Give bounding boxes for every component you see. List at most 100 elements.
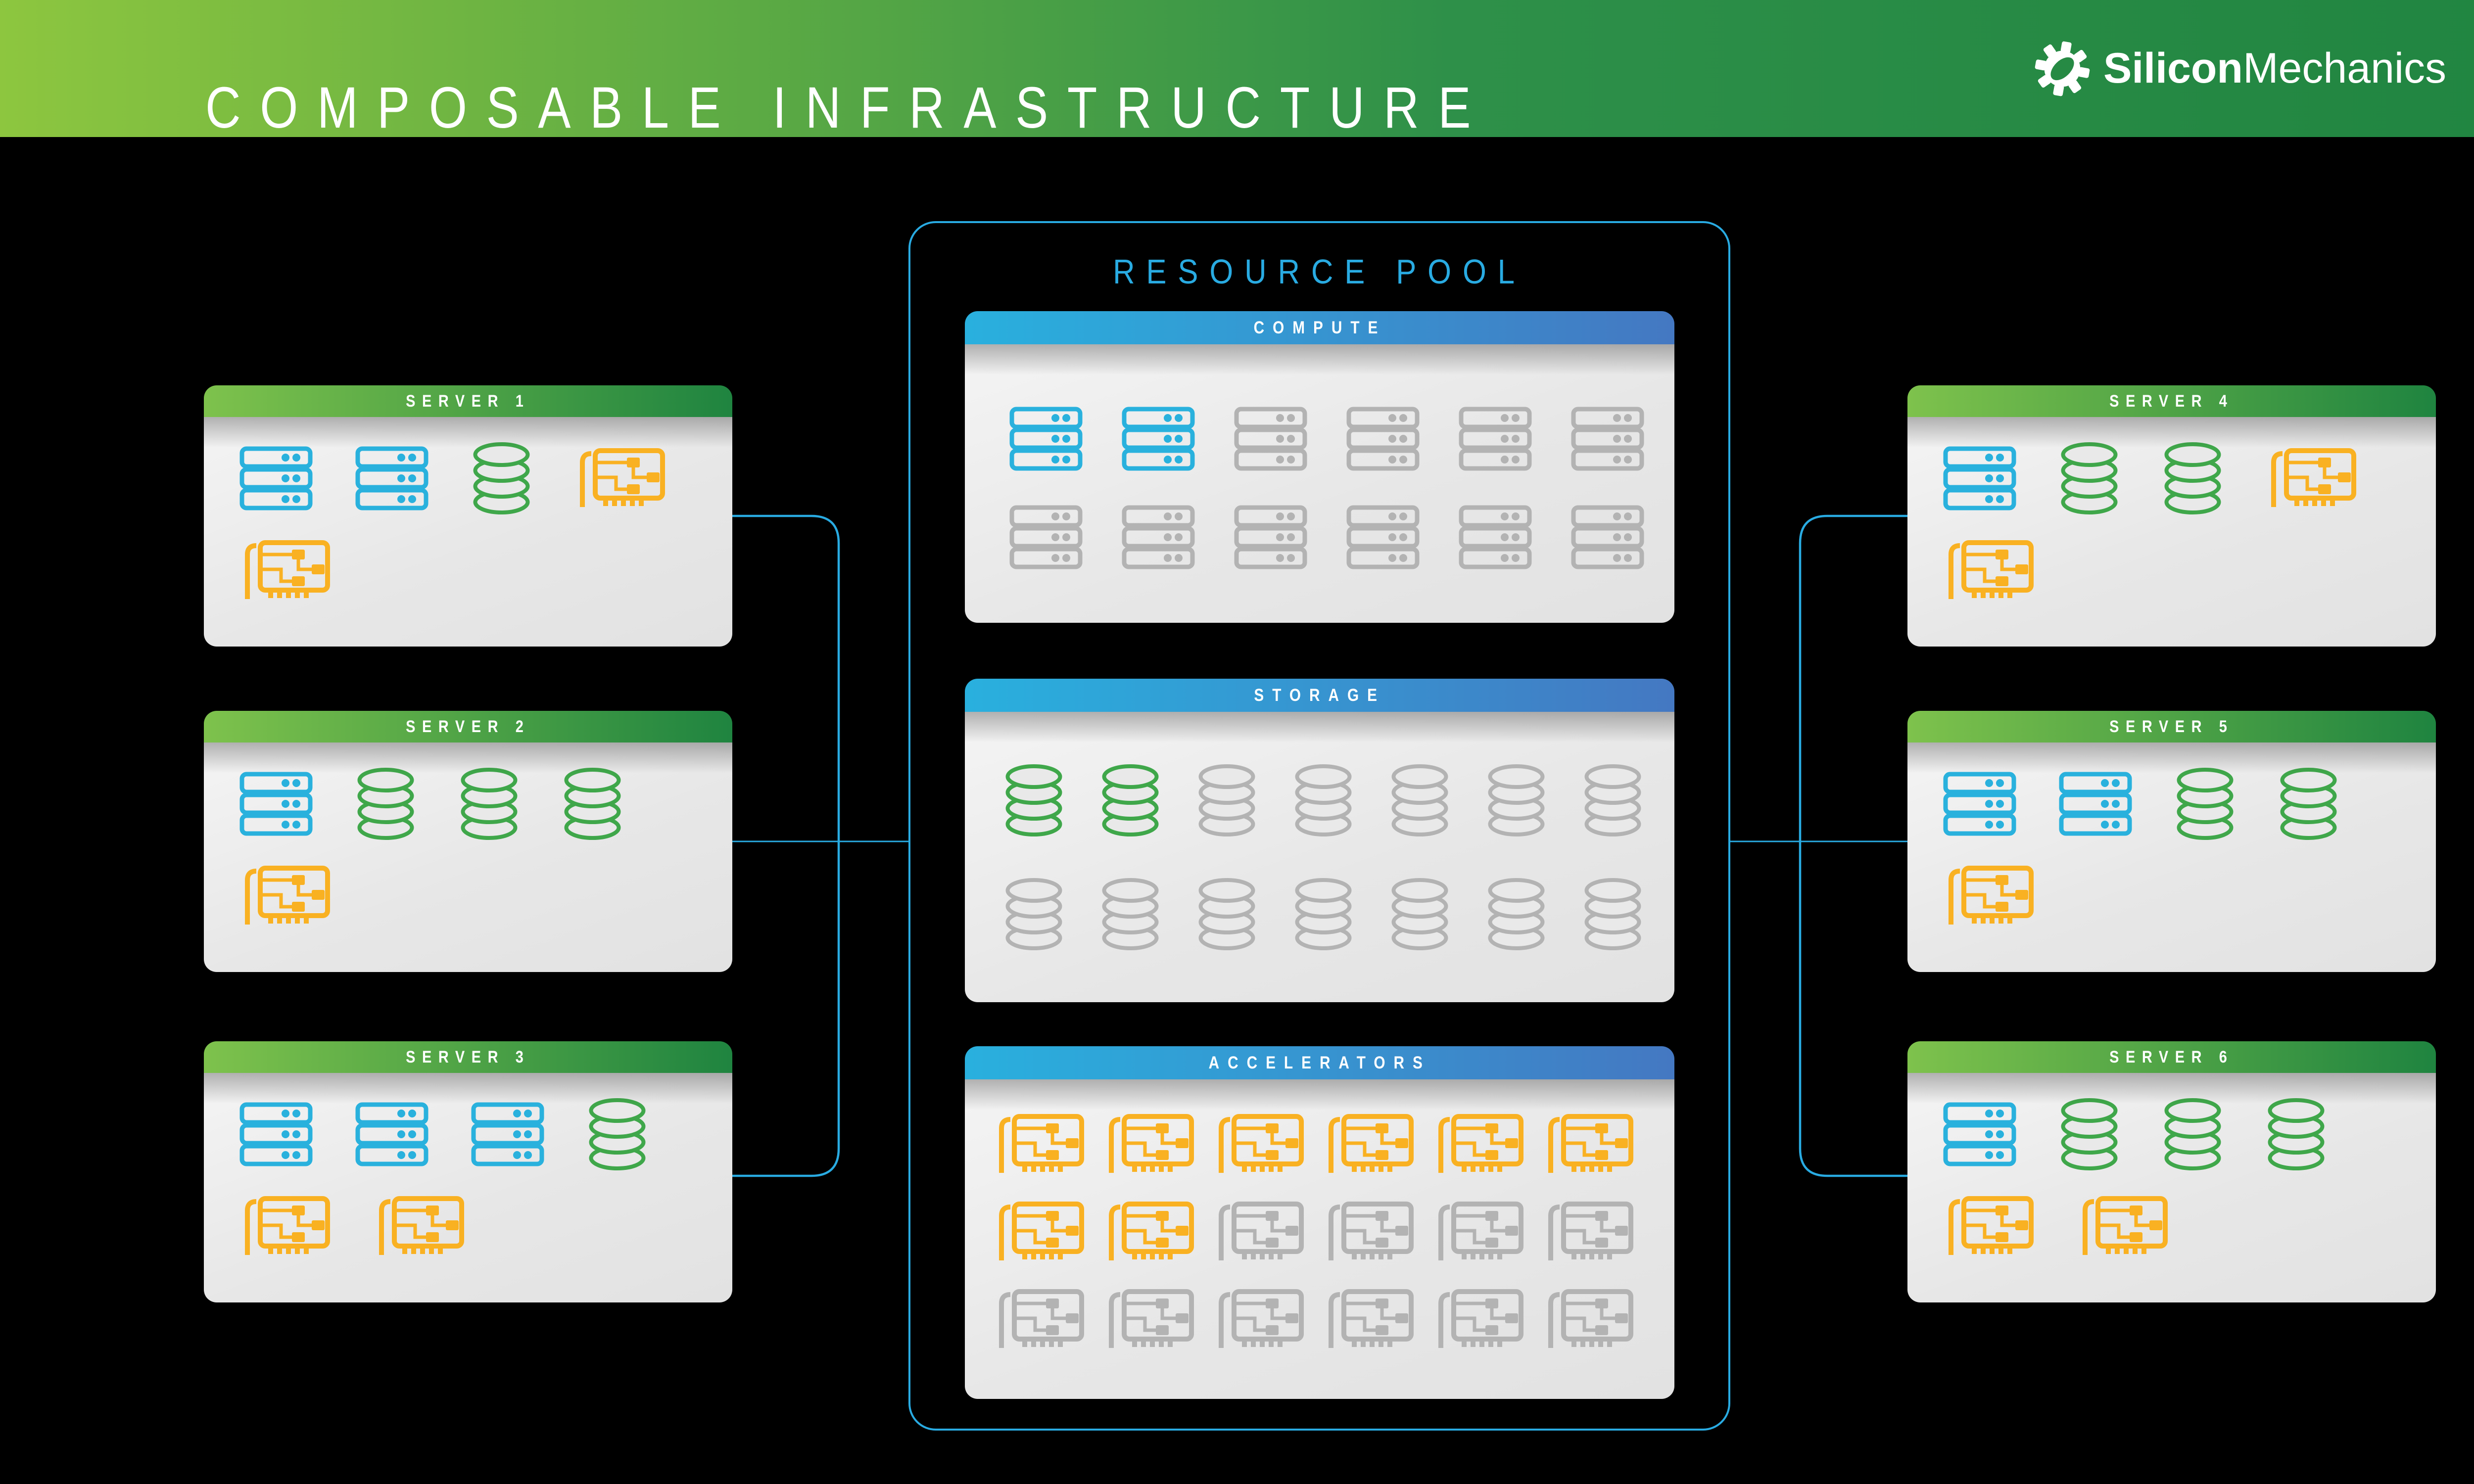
storage-icon-grid	[965, 712, 1674, 951]
server-3-body	[204, 1073, 732, 1302]
server-icon	[1571, 407, 1644, 471]
accelerators-panel-header: ACCELERATORS	[965, 1046, 1674, 1079]
server-icon-row	[1907, 439, 2436, 518]
database-icon	[2175, 767, 2236, 840]
server-icon	[1346, 505, 1420, 569]
server-icon	[1571, 505, 1644, 569]
gpu-card-icon	[374, 1196, 465, 1257]
resource-pool: RESOURCE POOL COMPUTE STORAGE ACCELERATO…	[908, 221, 1730, 1431]
server-icon	[1234, 505, 1307, 569]
server-icon-row	[204, 1095, 732, 1174]
gpu-card-icon	[1943, 540, 2035, 602]
gpu-card-icon	[239, 540, 331, 602]
database-icon	[1389, 878, 1450, 951]
gpu-card-icon	[994, 1201, 1085, 1263]
server-2-header: SERVER 2	[204, 711, 732, 742]
server-5-label: SERVER 5	[2109, 717, 2234, 736]
brand-name: SiliconMechanics	[2103, 44, 2446, 93]
compute-panel-header: COMPUTE	[965, 311, 1674, 344]
server-icon	[239, 446, 313, 510]
gpu-card-icon	[1433, 1113, 1524, 1175]
database-icon	[1003, 878, 1064, 951]
server-3-label: SERVER 3	[406, 1047, 530, 1067]
storage-panel-body	[965, 712, 1674, 1002]
server-icon	[471, 1102, 544, 1166]
server-icon	[355, 446, 428, 510]
storage-panel: STORAGE	[965, 679, 1674, 1002]
brand-logo: SiliconMechanics	[2033, 0, 2446, 137]
database-icon	[1100, 764, 1161, 837]
database-icon	[1196, 764, 1257, 837]
server-3-header: SERVER 3	[204, 1041, 732, 1073]
database-icon	[1582, 878, 1643, 951]
database-icon	[2278, 767, 2339, 840]
server-box-2: SERVER 2	[204, 711, 732, 972]
server-6-header: SERVER 6	[1907, 1041, 2436, 1073]
database-icon	[2059, 1098, 2120, 1171]
page-title: COMPOSABLE INFRASTRUCTURE	[205, 75, 1490, 140]
left-bracket-connector	[732, 514, 840, 1177]
server-icon-row	[1907, 764, 2436, 843]
database-icon	[1389, 764, 1450, 837]
server-icon	[2059, 772, 2132, 836]
server-icon	[1234, 407, 1307, 471]
gpu-card-icon	[1323, 1289, 1415, 1350]
database-icon	[1100, 878, 1161, 951]
server-icon-row	[1907, 1187, 2436, 1266]
server-icon	[1122, 505, 1195, 569]
database-icon	[1486, 764, 1547, 837]
gpu-card-icon	[1543, 1201, 1634, 1263]
server-icon	[1943, 772, 2016, 836]
gpu-card-icon	[1103, 1201, 1195, 1263]
server-1-header: SERVER 1	[204, 385, 732, 417]
server-box-3: SERVER 3	[204, 1041, 732, 1302]
database-icon	[1293, 764, 1354, 837]
server-icon	[1459, 505, 1532, 569]
accelerators-panel-label: ACCELERATORS	[1208, 1053, 1431, 1072]
gpu-card-icon	[1943, 1196, 2035, 1257]
database-icon	[1582, 764, 1643, 837]
server-6-body	[1907, 1073, 2436, 1302]
server-5-body	[1907, 742, 2436, 972]
gpu-card-icon	[1543, 1113, 1634, 1175]
gpu-card-icon	[1213, 1289, 1305, 1350]
database-icon	[2059, 442, 2120, 515]
server-4-header: SERVER 4	[1907, 385, 2436, 417]
storage-panel-label: STORAGE	[1254, 685, 1385, 705]
gpu-card-icon	[1433, 1289, 1524, 1350]
gpu-card-icon	[994, 1289, 1085, 1350]
server-6-label: SERVER 6	[2109, 1047, 2234, 1067]
server-icon	[239, 772, 313, 836]
right-bracket-connector	[1799, 514, 1907, 1177]
gear-icon	[2035, 41, 2090, 96]
database-icon	[2162, 1098, 2223, 1171]
server-icon-row	[204, 439, 732, 518]
database-icon	[1293, 878, 1354, 951]
server-4-label: SERVER 4	[2109, 391, 2234, 411]
gpu-card-icon	[1213, 1113, 1305, 1175]
server-box-6: SERVER 6	[1907, 1041, 2436, 1302]
accelerators-panel: ACCELERATORS	[965, 1046, 1674, 1399]
database-icon	[355, 767, 416, 840]
server-5-header: SERVER 5	[1907, 711, 2436, 742]
compute-panel: COMPUTE	[965, 311, 1674, 623]
gpu-card-icon	[239, 1196, 331, 1257]
database-icon	[587, 1098, 648, 1171]
server-icon-row	[1907, 1095, 2436, 1174]
server-icon	[1943, 446, 2016, 510]
top-banner: COMPOSABLE INFRASTRUCTURE	[0, 0, 2474, 140]
server-box-4: SERVER 4	[1907, 385, 2436, 647]
database-icon	[1003, 764, 1064, 837]
compute-panel-label: COMPUTE	[1253, 318, 1386, 337]
server-icon-row	[1907, 856, 2436, 935]
gpu-card-icon	[1543, 1289, 1634, 1350]
database-icon	[2266, 1098, 2327, 1171]
database-icon	[2162, 442, 2223, 515]
gpu-card-icon	[574, 448, 666, 510]
server-box-1: SERVER 1	[204, 385, 732, 647]
database-icon	[471, 442, 532, 515]
gpu-card-icon	[994, 1113, 1085, 1175]
gpu-card-icon	[1213, 1201, 1305, 1263]
